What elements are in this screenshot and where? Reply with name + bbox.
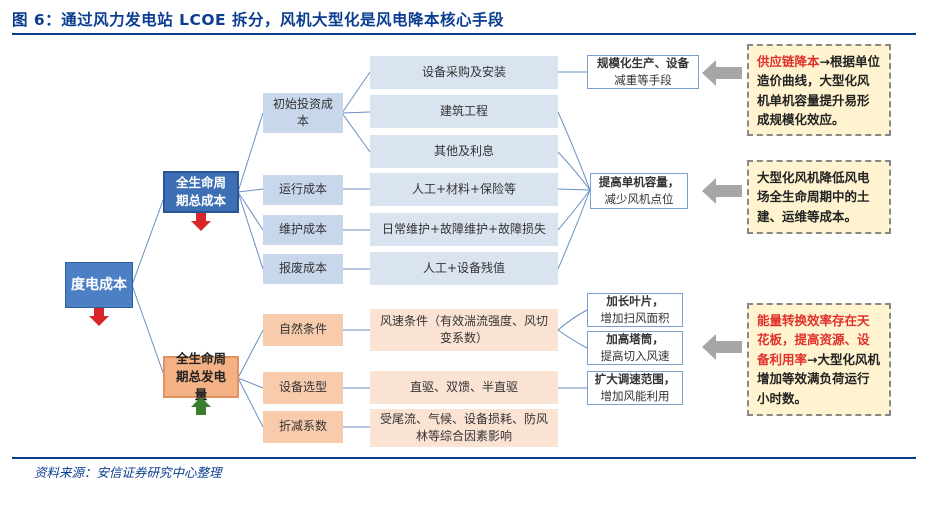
bottom-rule — [12, 457, 916, 459]
mid-taller-tower: 加高塔筒，提高切入风速 — [587, 331, 683, 365]
cost-group-node: 全生命周期总成本 — [163, 171, 239, 213]
leaf-maintenance-detail: 日常维护+故障维护+故障损失 — [370, 213, 558, 246]
source-note: 资料来源：安信证券研究中心整理 — [34, 465, 222, 480]
left-arrow-icon-2 — [702, 178, 742, 204]
cost-item-maintenance: 维护成本 — [263, 215, 343, 245]
mid-longer-blades: 加长叶片，增加扫风面积 — [587, 293, 683, 327]
leaf-construction: 建筑工程 — [370, 95, 558, 128]
top-rule — [12, 33, 916, 35]
leaf-drive-types: 直驱、双馈、半直驱 — [370, 371, 558, 404]
left-arrow-icon-3 — [702, 334, 742, 360]
generation-group-node: 全生命周期总发电量 — [163, 351, 239, 402]
left-arrow-icon-1 — [702, 60, 742, 86]
leaf-equipment-purchase: 设备采购及安装 — [370, 56, 558, 89]
mid-unit-capacity: 提高单机容量，减少风机点位 — [590, 173, 688, 209]
generation-up-arrow-icon — [191, 397, 211, 415]
leaf-other-interest: 其他及利息 — [370, 135, 558, 168]
gen-item-equipment: 设备选型 — [263, 372, 343, 404]
leaf-wind-conditions: 风速条件（有效湍流强度、风切变系数） — [370, 309, 558, 351]
figure-title: 图 6：通过风力发电站 LCOE 拆分，风机大型化是风电降本核心手段 — [12, 11, 504, 29]
cost-item-operation: 运行成本 — [263, 175, 343, 205]
gen-item-derating: 折减系数 — [263, 411, 343, 443]
mid-speed-range: 扩大调速范围，增加风能利用 — [587, 371, 683, 405]
leaf-labor-material: 人工+材料+保险等 — [370, 173, 558, 206]
mid-scale-production: 规模化生产、设备减重等手段 — [587, 55, 699, 89]
cost-item-initial: 初始投资成本 — [263, 93, 343, 133]
gen-item-natural: 自然条件 — [263, 314, 343, 346]
leaf-labor-residual: 人工+设备残值 — [370, 252, 558, 285]
root-node-lcoe: 度电成本 — [65, 262, 133, 308]
cost-down-arrow-icon — [191, 213, 211, 231]
leaf-derating-factors: 受尾流、气候、设备损耗、防风林等综合因素影响 — [370, 409, 558, 447]
note-efficiency: 能量转换效率存在天花板，提高资源、设备利用率→大型化风机增加等效满负荷运行小时数… — [747, 303, 891, 416]
cost-item-scrap: 报废成本 — [263, 254, 343, 284]
root-down-arrow-icon — [89, 308, 109, 326]
note-supply-chain: 供应链降本→根据单位造价曲线，大型化风机单机容量提升易形成规模化效应。 — [747, 44, 891, 136]
note-construction-cost: 大型化风机降低风电场全生命周期中的土建、运维等成本。 — [747, 160, 891, 234]
